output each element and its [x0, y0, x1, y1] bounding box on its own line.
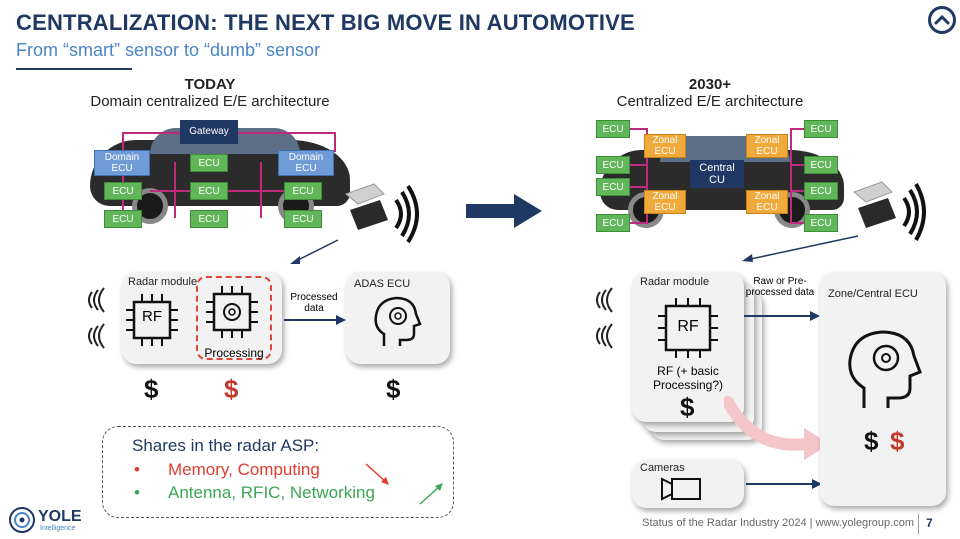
shares-box: [102, 426, 454, 518]
trend-down-icon: [365, 463, 389, 485]
trend-up-icon: [419, 483, 443, 505]
title-underline: [16, 68, 132, 70]
cameras-label: Cameras: [640, 462, 685, 474]
brand-name: YOLE: [38, 508, 82, 525]
footer-divider: [918, 514, 919, 534]
arrow-icon: [742, 235, 859, 262]
wire: [628, 128, 646, 130]
shares-title: Shares in the radar ASP:: [132, 436, 320, 455]
chip-icon: [126, 294, 178, 346]
ecu-box: ECU: [804, 156, 838, 174]
arrow-icon: [284, 315, 346, 325]
processing-highlight: [196, 276, 272, 360]
footer-source: Status of the Radar Industry 2024 | www.…: [642, 517, 914, 529]
wire: [790, 164, 808, 166]
ecu-box: ECU: [804, 214, 838, 232]
cost-dollar-red: $: [890, 426, 905, 456]
rf-basic-label: RF (+ basic Processing?): [652, 364, 724, 392]
wire: [150, 190, 190, 192]
ecu-box: ECU: [804, 182, 838, 200]
radar-module-label: Radar module: [128, 276, 198, 288]
gateway-box: Gateway: [180, 120, 238, 144]
adas-ecu-label: ADAS ECU: [354, 278, 411, 290]
raw-data-label: Raw or Pre-processed data: [745, 276, 815, 298]
wire: [646, 128, 648, 224]
ecu-box: ECU: [596, 156, 630, 174]
wire: [628, 164, 646, 166]
domain-ecu-box: Domain ECU: [278, 150, 334, 176]
processing-label: Processing: [204, 346, 264, 360]
rf-label: RF: [142, 308, 162, 325]
ecu-box: ECU: [190, 154, 228, 172]
wire: [790, 190, 808, 192]
zone-central-ecu-label: Zone/Central ECU: [828, 288, 918, 300]
domain-ecu-box: Domain ECU: [94, 150, 150, 176]
ecu-box: ECU: [804, 120, 838, 138]
arrow-icon: [744, 311, 820, 321]
adas-ecu-card: [346, 272, 450, 364]
ecu-box: ECU: [596, 120, 630, 138]
shares-item-memory: Memory, Computing: [168, 460, 320, 479]
ecu-box: ECU: [284, 182, 322, 200]
wire: [790, 222, 808, 224]
cost-dollar: $: [680, 392, 695, 422]
radar-sensor-icon: [853, 181, 926, 241]
processor-gear-icon: [206, 286, 258, 338]
cost-dollar: $: [144, 374, 159, 404]
shares-item-bullet: •: [134, 460, 140, 479]
future-heading: 2030+Centralized E/E architecture: [616, 76, 804, 110]
cost-dollar-red: $: [224, 374, 239, 404]
cost-dollar: $: [864, 426, 879, 456]
shares-item-bullet: •: [134, 483, 140, 502]
ecu-box: ECU: [596, 178, 630, 196]
wire: [226, 190, 286, 192]
yole-logo-icon: [9, 507, 35, 533]
chip-icon: [658, 298, 718, 358]
ecu-box: ECU: [596, 214, 630, 232]
brain-gear-icon: [374, 296, 422, 346]
wire: [334, 132, 336, 152]
wire: [628, 222, 646, 224]
zone-central-ecu-card: [820, 272, 946, 506]
radar-module-card: [122, 272, 282, 364]
zonal-ecu-box: Zonal ECU: [746, 134, 788, 158]
zonal-ecu-box: Zonal ECU: [746, 190, 788, 214]
brain-gear-icon: [848, 330, 922, 408]
wire: [790, 128, 808, 130]
camera-icon: [661, 477, 701, 501]
rf-label: RF: [677, 318, 699, 335]
shift-arrow-icon: [724, 396, 830, 460]
ecu-box: ECU: [190, 210, 228, 228]
radar-wave-icon: [596, 287, 613, 349]
arrow-icon: [746, 479, 822, 489]
radar-wave-icon: [88, 287, 105, 349]
wire: [628, 186, 646, 188]
slide-subtitle: From “smart” sensor to “dumb” sensor: [16, 40, 321, 60]
transition-arrow-icon: [466, 194, 542, 228]
radar-module-label: Radar module: [640, 276, 710, 288]
cost-dollar: $: [386, 374, 401, 404]
arrow-icon: [290, 239, 339, 264]
ecu-box: ECU: [190, 182, 228, 200]
processed-data-label: Processed data: [290, 292, 338, 314]
central-cu-box: Central CU: [690, 160, 744, 188]
ecu-box: ECU: [284, 210, 322, 228]
wire: [122, 132, 124, 152]
slide-title: CENTRALIZATION: THE NEXT BIG MOVE IN AUT…: [16, 10, 635, 35]
zonal-ecu-box: Zonal ECU: [644, 190, 686, 214]
chevron-up-icon[interactable]: [928, 6, 956, 34]
wire: [790, 128, 792, 224]
ecu-box: ECU: [104, 182, 142, 200]
shares-item-antenna: Antenna, RFIC, Networking: [168, 483, 375, 502]
page-number: 7: [926, 516, 933, 530]
radar-sensor-icon: [345, 183, 419, 244]
brand-tagline: Intelligence: [40, 525, 76, 532]
ecu-box: ECU: [104, 210, 142, 228]
zonal-ecu-box: Zonal ECU: [644, 134, 686, 158]
